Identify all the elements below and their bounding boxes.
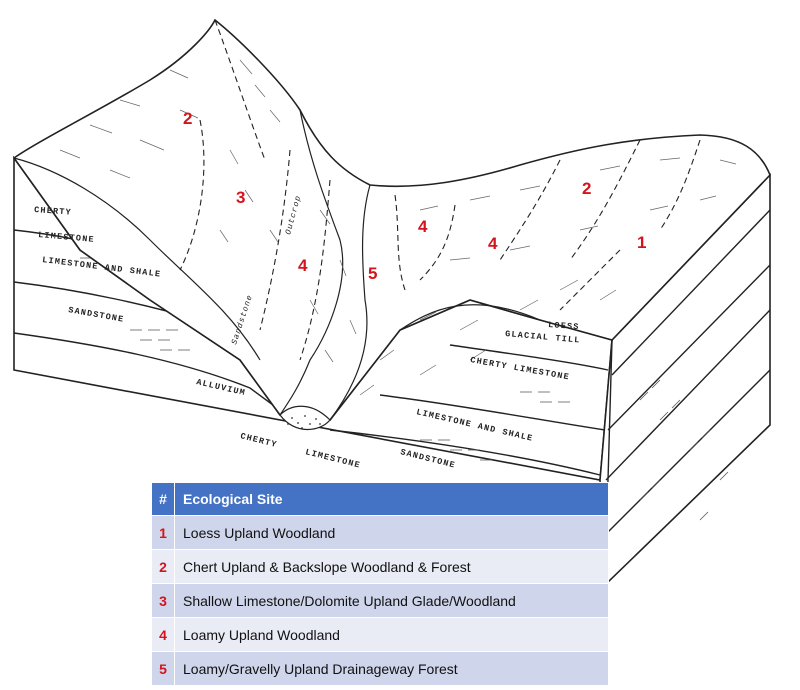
legend-header-row: # Ecological Site [151,482,609,516]
legend-row: 4 Loamy Upland Woodland [151,617,609,652]
legend-row-number: 1 [151,515,175,550]
legend-row-site: Chert Upland & Backslope Woodland & Fore… [174,549,609,584]
legend-row-site: Shallow Limestone/Dolomite Upland Glade/… [174,583,609,618]
legend-row: 5 Loamy/Gravelly Upland Drainageway Fore… [151,651,609,686]
legend-header-site: Ecological Site [174,482,609,516]
site-marker: 2 [183,109,192,128]
landscape-surface [12,18,771,421]
strata-label-loess: LOESS [548,320,580,332]
strata-label-limestone-bottom: LIMESTONE [304,447,361,470]
legend-row-site: Loess Upland Woodland [174,515,609,550]
legend-row-number: 5 [151,651,175,686]
terrain-hachures [59,59,737,396]
site-boundaries [179,19,701,361]
legend-row: 3 Shallow Limestone/Dolomite Upland Glad… [151,583,609,618]
legend-row-number: 2 [151,549,175,584]
strata-label-cherty: CHERTY [34,205,72,218]
alluvium-fill [279,405,331,431]
site-marker: 5 [368,264,377,283]
site-markers: 2 3 4 5 4 4 2 1 [183,109,646,283]
legend-row-site: Loamy/Gravelly Upland Drainageway Forest [174,651,609,686]
site-marker: 1 [637,233,646,252]
legend-row-site: Loamy Upland Woodland [174,617,609,652]
legend-header-number: # [151,482,175,516]
legend-row-number: 3 [151,583,175,618]
legend-row: 2 Chert Upland & Backslope Woodland & Fo… [151,549,609,584]
site-marker: 2 [582,179,591,198]
site-marker: 3 [236,188,245,207]
legend-row: 1 Loess Upland Woodland [151,515,609,550]
site-marker: 4 [298,256,308,275]
legend-row-number: 4 [151,617,175,652]
site-marker: 4 [488,234,498,253]
ecological-site-legend: # Ecological Site 1 Loess Upland Woodlan… [151,482,609,686]
strata-label-cherty-bottom: CHERTY [239,431,278,450]
site-marker: 4 [418,217,428,236]
valley-lines [13,109,541,421]
strata-label-limestone: LIMESTONE [38,230,95,245]
